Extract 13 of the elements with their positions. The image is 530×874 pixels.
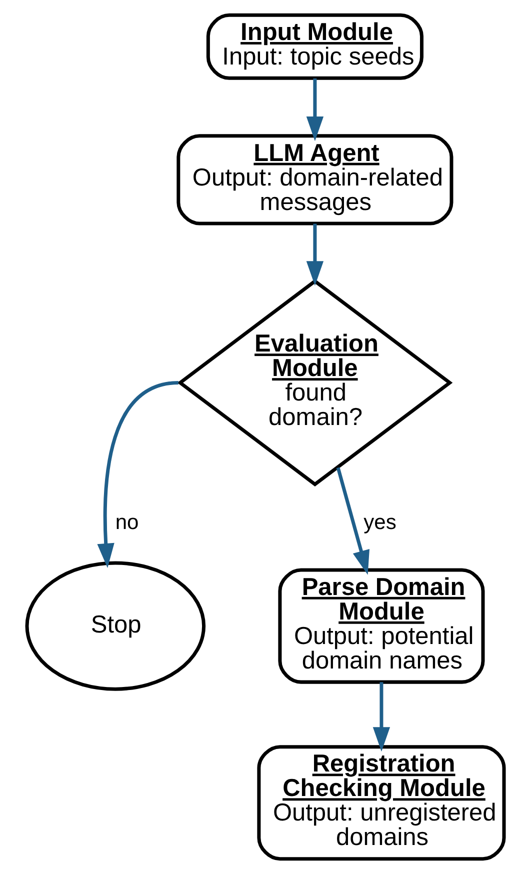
arrow bbox=[306, 78, 324, 142]
arrow bbox=[336, 467, 369, 575]
arrow bbox=[372, 682, 390, 752]
node-box: Registration Checking Module Output: unregistered domains bbox=[256, 745, 506, 861]
arrow bbox=[306, 224, 324, 286]
node-box: Parse Domain Module Output: potential domain names bbox=[278, 568, 484, 684]
edge-label: no bbox=[114, 511, 138, 534]
node-box: LLM Agent Output: domain-related messages bbox=[176, 134, 453, 226]
node-ellipse: Stop bbox=[24, 561, 206, 691]
arrow bbox=[96, 381, 178, 568]
node-box: Input Module Input: topic seeds bbox=[206, 13, 423, 80]
edge-label: yes bbox=[363, 511, 396, 534]
node-diamond: Evaluation Module found domain? bbox=[176, 279, 452, 486]
